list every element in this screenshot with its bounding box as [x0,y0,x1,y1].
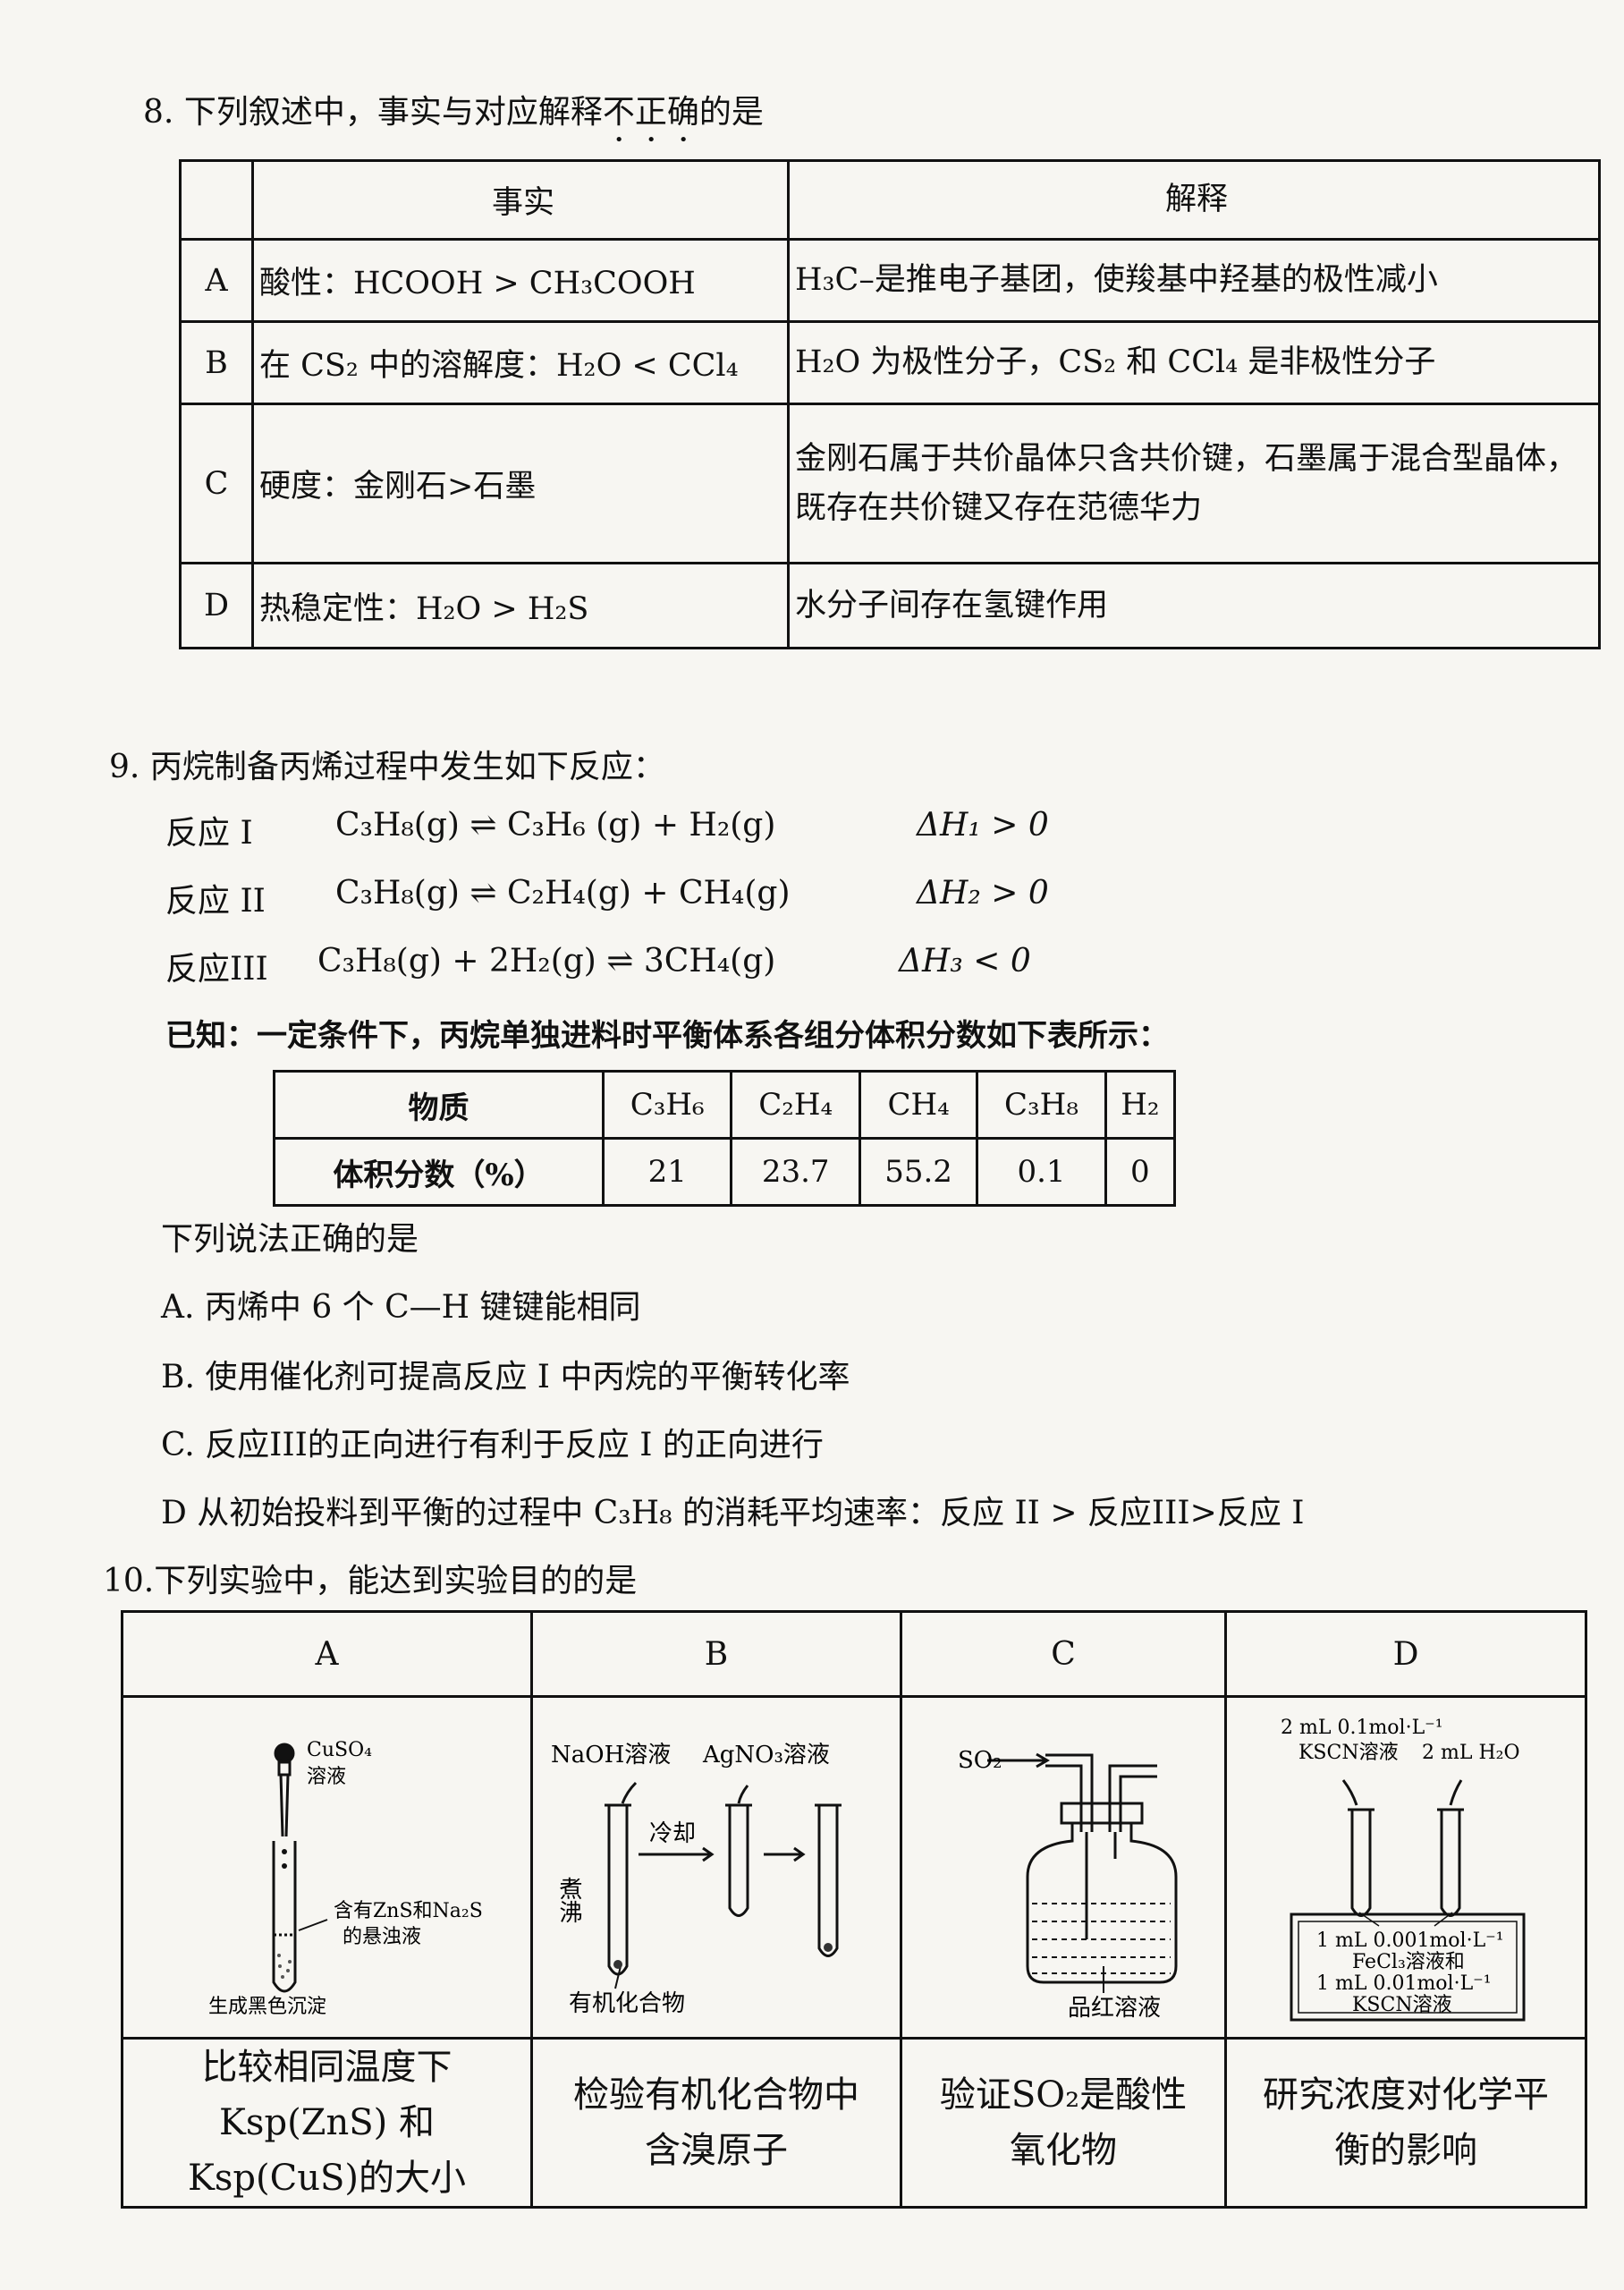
figure-a: CuSO₄ 溶液 含有ZnS和Na₂S 的悬浊液 生成黑色沉淀 [121,1695,533,2040]
fig-a-label: 生成黑色沉淀 [208,1996,326,2018]
q9-value: 55.2 [858,1137,979,1207]
q8-row-explanation: 水分子间存在氢键作用 [787,562,1601,649]
q8-row-label: A [179,238,254,323]
fig-c-label: 品红溶液 [1068,1995,1161,2022]
reaction-name: 反应 I [165,815,253,852]
q9-col-header: H₂ [1104,1070,1177,1140]
reaction-equation: C₃H₈(g) + 2H₂(g) ⇌ 3CH₄(g) [317,943,776,980]
q8-stem-emphasis: 不正确 [602,94,699,131]
q10-col-label: A [121,1610,533,1698]
q8-table: 事实 解释 A 酸性：HCOOH > CH₃COOH H₃C–是推电子基团，使羧… [179,159,1601,649]
q9-option-a: A. 丙烯中 6 个 C—H 键键能相同 [161,1289,641,1326]
q8-stem: 8. 下列叙述中，事实与对应解释不正确的是 [143,86,764,149]
fig-a-label: 含有ZnS和Na₂S [334,1900,483,1922]
q8-row-fact: 在 CS₂ 中的溶解度：H₂O < CCl₄ [251,320,790,405]
fig-b-label: AgNO₃溶液 [702,1742,830,1768]
q9-col-header: C₂H₄ [730,1070,861,1140]
gas-wash-bottle-figure: SO₂ 品红溶液 [958,1747,1178,2022]
figure-b: NaOH溶液 AgNO₃溶液 冷却 煮沸 有机化合物 [530,1695,902,2040]
fig-b-label: 煮沸 [555,1877,582,1923]
fig-d-label: 1 mL 0.001mol·L⁻¹ [1316,1930,1504,1952]
fig-d-label: 1 mL 0.01mol·L⁻¹ [1316,1972,1492,1995]
figure-d: 2 mL 0.1mol·L⁻¹ KSCN溶液 2 mL H₂O 1 mL 0.0… [1224,1695,1587,2040]
q8-header-explanation: 解释 [787,159,1601,241]
test-tubes-figure: NaOH溶液 AgNO₃溶液 冷却 煮沸 有机化合物 [551,1742,842,2017]
q8-row-fact: 热稳定性：H₂O > H₂S [251,562,790,649]
q9-option-b: B. 使用催化剂可提高反应 I 中丙烷的平衡转化率 [161,1359,850,1395]
q8-header-empty [179,159,254,241]
reaction-name: 反应 II [165,883,266,920]
q9-value: 21 [601,1137,733,1207]
q8-number: 8. [143,94,174,131]
fig-b-label: 冷却 [649,1820,696,1847]
q9-stem-text: 丙烷制备丙烯过程中发生如下反应： [149,749,665,785]
q9-value: 0 [1104,1137,1177,1207]
fig-d-label: KSCN溶液 [1298,1742,1399,1764]
q10-stem: 10.下列实验中，能达到实验目的的是 [103,1563,638,1599]
fig-d-label: KSCN溶液 [1352,1994,1452,2016]
fig-d-label: 2 mL H₂O [1422,1742,1520,1764]
q8-stem-end: 的是 [698,94,764,131]
q9-prompt: 下列说法正确的是 [161,1221,419,1258]
q8-row-fact: 酸性：HCOOH > CH₃COOH [251,238,790,323]
q9-option-d: D 从初始投料到平衡的过程中 C₃H₈ 的消耗平均速率：反应 II > 反应II… [161,1495,1305,1531]
fig-a-label: 的悬浊液 [343,1926,421,1948]
q8-row-label: D [179,562,254,649]
q10-caption-b: 检验有机化合物中含溴原子 [530,2037,902,2209]
reaction-enthalpy: ΔH₁ > 0 [917,807,1049,844]
q8-row-label: B [179,320,254,405]
q10-caption-a: 比较相同温度下 Ksp(ZnS) 和 Ksp(CuS)的大小 [121,2037,533,2209]
fig-c-label: SO₂ [958,1747,1002,1774]
q9-stem: 9. 丙烷制备丙烯过程中发生如下反应： [109,741,665,787]
q9-option-c: C. 反应III的正向进行有利于反应 I 的正向进行 [161,1427,824,1463]
fig-b-label: NaOH溶液 [551,1742,671,1768]
q9-col-header: CH₄ [858,1070,979,1140]
q8-row-fact: 硬度：金刚石>石墨 [251,403,790,564]
reaction-equation: C₃H₈(g) ⇌ C₃H₆ (g) + H₂(g) [335,807,776,844]
figure-c: SO₂ 品红溶液 [900,1695,1227,2040]
q9-value: 23.7 [730,1137,861,1207]
q8-row-explanation: 金刚石属于共价晶体只含共价键，石墨属于混合型晶体，既存在共价键又存在范德华力 [787,403,1601,564]
q10-col-label: C [900,1610,1227,1698]
q9-table: 物质 C₃H₆ C₂H₄ CH₄ C₃H₈ H₂ 体积分数（%） 21 23.7… [273,1070,1177,1207]
fig-a-label: CuSO₄ [307,1739,372,1761]
q8-row-label: C [179,403,254,564]
fig-d-label: FeCl₃溶液和 [1352,1951,1465,1973]
reaction-enthalpy: ΔH₂ > 0 [917,875,1049,912]
q9-row-label: 体积分数（%） [273,1137,605,1207]
fig-a-label: 溶液 [307,1766,346,1788]
q8-header-fact: 事实 [251,159,790,241]
dropper-test-tube-figure: CuSO₄ 溶液 含有ZnS和Na₂S 的悬浊液 生成黑色沉淀 [208,1739,483,2018]
fig-b-label: 有机化合物 [569,1990,685,2017]
two-tubes-rack-figure: 2 mL 0.1mol·L⁻¹ KSCN溶液 2 mL H₂O 1 mL 0.0… [1281,1717,1526,2022]
reaction-name: 反应III [165,951,268,988]
reaction-enthalpy: ΔH₃ < 0 [899,943,1031,980]
q10-caption-c: 验证SO₂是酸性氧化物 [900,2037,1227,2209]
q8-row-explanation: H₃C–是推电子基团，使羧基中羟基的极性减小 [787,238,1601,323]
q8-row-explanation: H₂O 为极性分子，CS₂ 和 CCl₄ 是非极性分子 [787,320,1601,405]
q9-header-label: 物质 [273,1070,605,1140]
q10-col-label: B [530,1610,902,1698]
q10-table: A B C D CuSO₄ [121,1610,1587,2209]
q8-stem-text: 下列叙述中，事实与对应解释 [183,94,603,131]
q9-value: 0.1 [976,1137,1107,1207]
q9-col-header: C₃H₆ [601,1070,733,1140]
reaction-equation: C₃H₈(g) ⇌ C₂H₄(g) + CH₄(g) [335,875,791,912]
q9-number: 9. [109,749,140,785]
q10-caption-d: 研究浓度对化学平衡的影响 [1224,2037,1587,2209]
q10-col-label: D [1224,1610,1587,1698]
q9-col-header: C₃H₈ [976,1070,1107,1140]
q9-known: 已知：一定条件下，丙烷单独进料时平衡体系各组分体积分数如下表所示： [165,1018,1169,1054]
fig-d-label: 2 mL 0.1mol·L⁻¹ [1281,1717,1443,1739]
